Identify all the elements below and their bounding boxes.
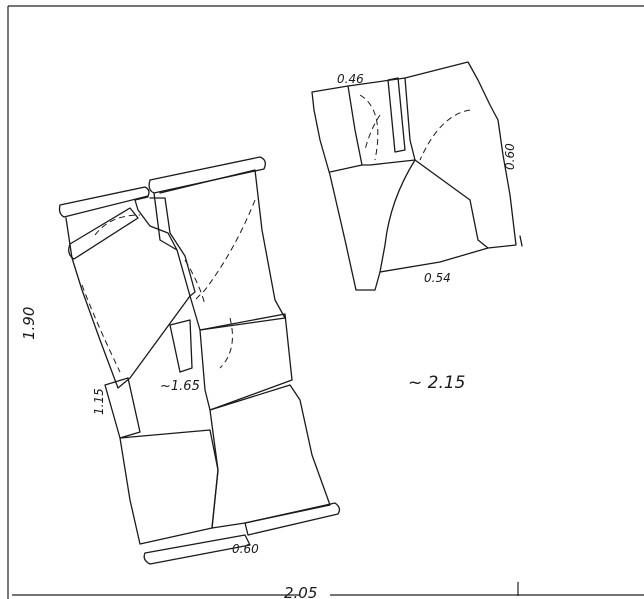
top-bar-right: [148, 156, 266, 194]
label-left-height: 1.90: [20, 307, 38, 340]
label-piece-a-center: ~1.65: [160, 379, 200, 394]
label-right-total: ~ 2.15: [408, 373, 466, 393]
label-piece-b-top: 0.46: [337, 72, 364, 86]
fragment-large: [58, 156, 341, 565]
top-bar-left: [58, 186, 150, 218]
sheet-frame: [7, 5, 644, 599]
label-bottom-width: 2.05: [284, 584, 317, 599]
label-piece-b-right: 0.60: [503, 143, 517, 170]
label-piece-a-bottom: 0.60: [232, 542, 259, 556]
bottom-bar: [143, 534, 251, 565]
label-piece-a-left: 1.15: [92, 388, 106, 415]
fragment-small: [311, 61, 523, 291]
label-piece-b-bottom: 0.54: [424, 271, 451, 285]
